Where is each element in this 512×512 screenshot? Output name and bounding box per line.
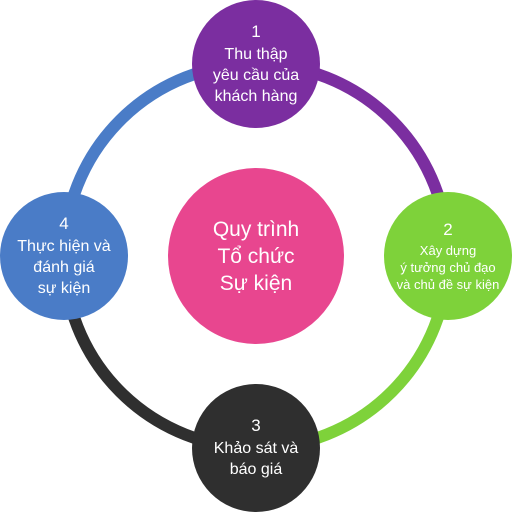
step-label: Khảo sát và báo giá [213, 440, 299, 478]
step-label: Thực hiện và đánh giá sự kiện [17, 237, 111, 297]
step-label: Thu thập yêu cầu của khách hàng [212, 45, 300, 105]
step-number: 3 [251, 416, 261, 435]
center-node: Quy trình Tổ chức Sự kiện [168, 168, 344, 344]
step-node-3: 3 Khảo sát và báo giá [192, 384, 320, 512]
step-number: 2 [443, 219, 453, 239]
step-number: 1 [251, 21, 261, 41]
step-node-2: 2 Xây dựng ý tưởng chủ đạo và chủ đề sự … [384, 192, 512, 320]
step-number: 4 [59, 213, 69, 233]
step-node-4: 4 Thực hiện và đánh giá sự kiện [0, 192, 128, 320]
step-node-1: 1 Thu thập yêu cầu của khách hàng [192, 0, 320, 128]
step-label: Xây dựng ý tưởng chủ đạo và chủ đề sự ki… [396, 242, 500, 292]
center-label: Quy trình Tổ chức Sự kiện [212, 217, 300, 295]
